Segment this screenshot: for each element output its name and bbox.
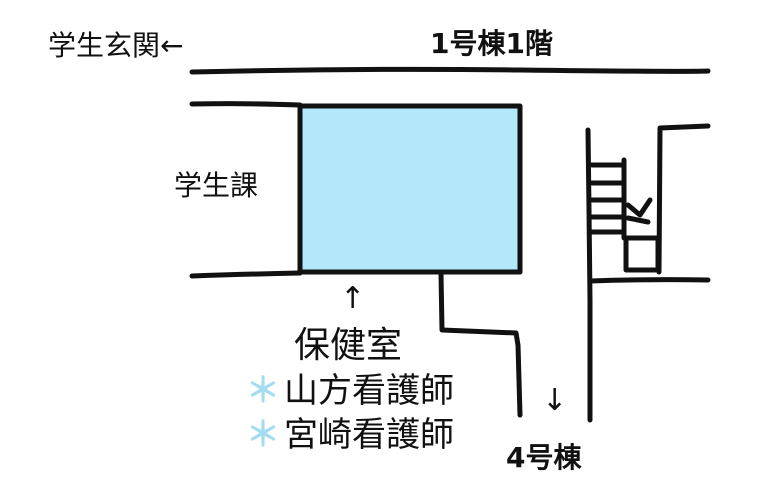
- building4-label: 4号棟: [506, 441, 582, 474]
- student-entrance-label: 学生玄関←: [48, 29, 184, 62]
- student-affairs-label: 学生課: [174, 169, 259, 202]
- corridor-top-wall: [189, 66, 711, 75]
- nurse-item: ＊山方看護師: [246, 374, 454, 408]
- health-room-label: 保健室: [294, 325, 403, 366]
- arrow-down-icon: ↓: [542, 383, 568, 418]
- stair-detail: [625, 197, 653, 225]
- nurse-item: ＊宮崎看護師: [246, 418, 454, 452]
- nurse-name: 山方看護師: [284, 371, 454, 411]
- student-affairs-wall-bottom: [189, 270, 303, 279]
- arrow-up-icon: ↑: [340, 281, 366, 316]
- floor-title: 1号棟1階: [430, 27, 553, 60]
- asterisk-icon: ＊: [246, 415, 280, 455]
- stair-box: [623, 235, 661, 273]
- hall-bottom-wall: [587, 277, 711, 284]
- asterisk-icon: ＊: [246, 371, 280, 411]
- path-to-building4: [438, 270, 523, 418]
- stair-wall: [656, 123, 711, 275]
- student-affairs-wall-top: [189, 101, 303, 108]
- hall-left-wall: [585, 127, 593, 423]
- stair-steps: [589, 157, 627, 241]
- nurse-name: 宮崎看護師: [284, 415, 454, 455]
- health-room: [297, 103, 523, 275]
